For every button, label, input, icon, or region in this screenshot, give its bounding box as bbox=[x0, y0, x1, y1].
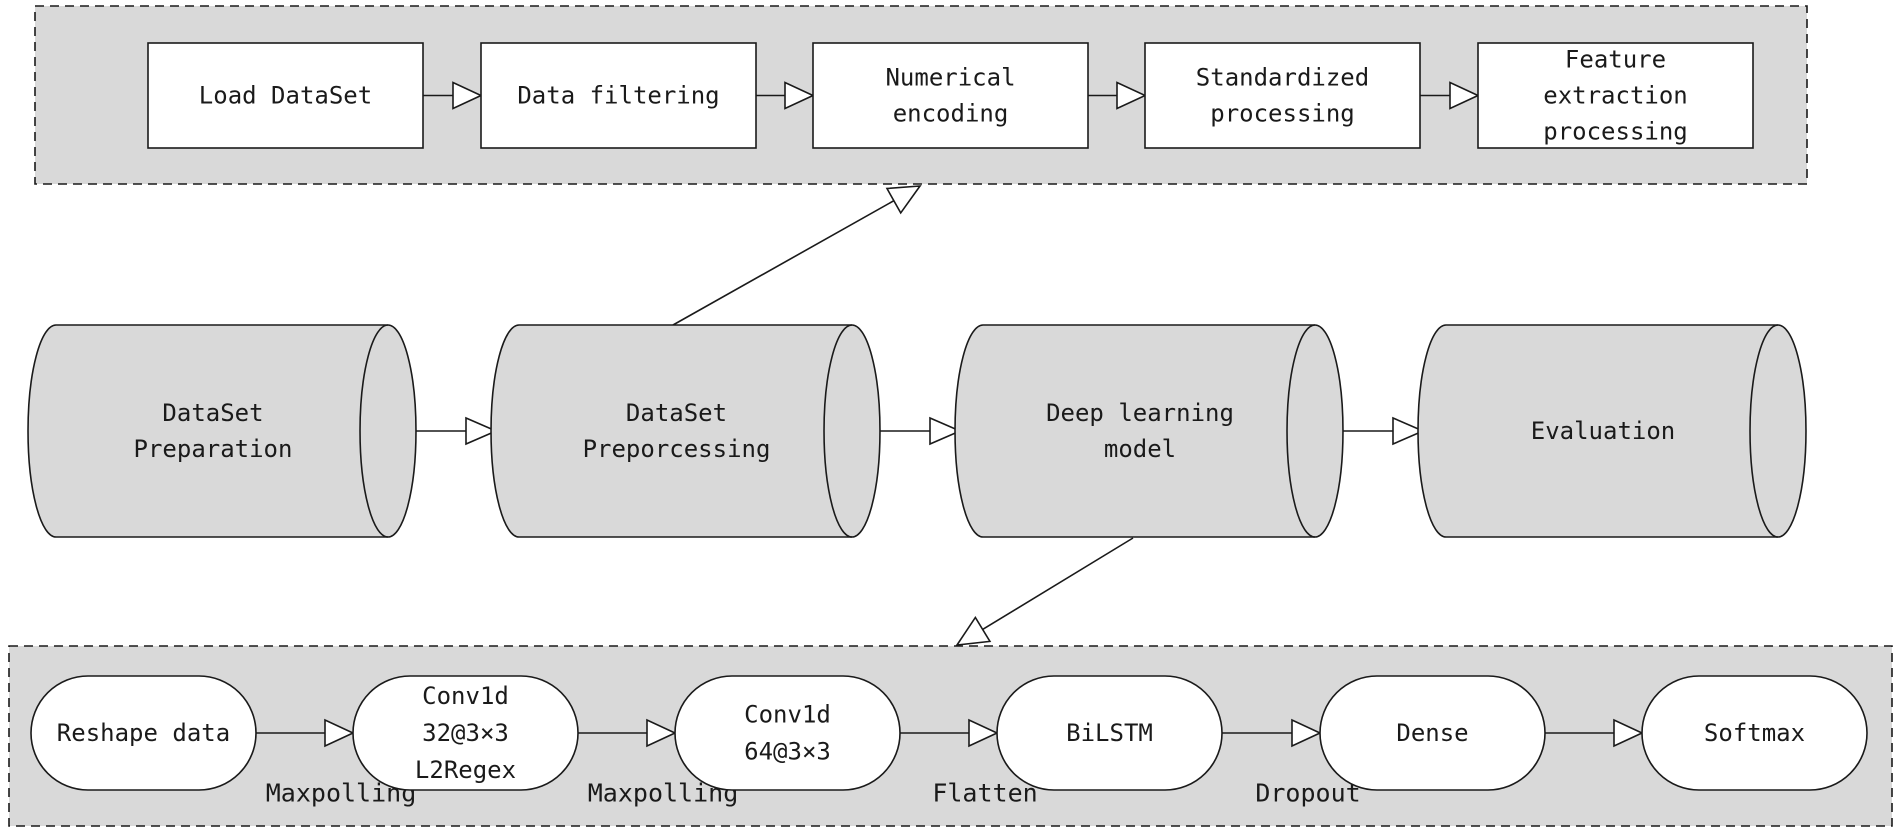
layer-label: Reshape data bbox=[57, 719, 230, 747]
edge-label-3: Flatten bbox=[932, 779, 1037, 808]
preprocessing-step-1: Load DataSet bbox=[147, 42, 424, 149]
layer-node bbox=[674, 675, 901, 791]
preprocessing-step-4: Standardized processing bbox=[1144, 42, 1421, 149]
cylinder-body bbox=[27, 324, 417, 538]
preprocessing-detail-arrow-arrowhead bbox=[885, 185, 922, 215]
layer-node bbox=[996, 675, 1223, 791]
step-box bbox=[1144, 42, 1421, 149]
model-detail-arrow-line bbox=[982, 537, 1134, 631]
cylinder-end-cap bbox=[823, 324, 853, 538]
stage-label: Preparation bbox=[134, 435, 293, 463]
cylinder-body bbox=[490, 324, 881, 538]
step-label: Feature bbox=[1565, 46, 1666, 74]
model-layer-4: BiLSTM bbox=[996, 675, 1223, 791]
step-label: Data filtering bbox=[517, 82, 719, 110]
layer-node bbox=[1319, 675, 1546, 791]
model-detail-arrow-arrowhead bbox=[955, 615, 992, 646]
preprocessing-step-5: Feature extraction processing bbox=[1477, 42, 1754, 149]
pipeline-stage-3: Deep learning model bbox=[954, 324, 1344, 538]
cylinder-end-cap bbox=[359, 324, 389, 538]
stage-label: Preporcessing bbox=[583, 435, 771, 463]
stage-label: model bbox=[1104, 435, 1176, 463]
step-label: processing bbox=[1543, 118, 1688, 146]
step-label: processing bbox=[1210, 100, 1355, 128]
pipeline-arrow-1-arrowhead bbox=[465, 416, 499, 446]
step-box bbox=[480, 42, 757, 149]
edge-label-4: Dropout bbox=[1255, 779, 1360, 808]
preprocessing-arrow-1-arrowhead bbox=[452, 81, 483, 110]
model-layer-1: Reshape data bbox=[30, 675, 257, 791]
step-label: Standardized bbox=[1196, 64, 1369, 92]
preprocessing-step-2: Data filtering bbox=[480, 42, 757, 149]
layer-label: Conv1d bbox=[422, 682, 509, 710]
model-arrow-4-arrowhead bbox=[1291, 718, 1322, 748]
step-box bbox=[812, 42, 1089, 149]
layer-label: Softmax bbox=[1704, 719, 1805, 747]
pipeline-stage-4: Evaluation bbox=[1417, 324, 1807, 538]
step-label: Load DataSet bbox=[199, 82, 372, 110]
layer-label: Conv1d bbox=[744, 701, 831, 729]
model-layer-3: Conv1d 64@3×3 bbox=[674, 675, 901, 791]
cylinder-body bbox=[954, 324, 1344, 538]
preprocessing-step-3: Numerical encoding bbox=[812, 42, 1089, 149]
model-arrow-3-arrowhead bbox=[968, 718, 999, 748]
cylinder-end-cap bbox=[1286, 324, 1316, 538]
step-label: extraction bbox=[1543, 82, 1688, 110]
layer-node bbox=[352, 675, 579, 791]
layer-label: BiLSTM bbox=[1066, 719, 1153, 747]
step-label: encoding bbox=[893, 100, 1009, 128]
preprocessing-arrow-2-arrowhead bbox=[784, 81, 815, 110]
preprocessing-arrow-3-arrowhead bbox=[1116, 81, 1147, 110]
model-layer-6: Softmax bbox=[1641, 675, 1868, 791]
stage-label: DataSet bbox=[162, 399, 263, 427]
model-arrow-2-arrowhead bbox=[646, 718, 677, 748]
layer-label: Dense bbox=[1396, 719, 1468, 747]
layer-node bbox=[1641, 675, 1868, 791]
pipeline-arrow-2-arrowhead bbox=[929, 416, 963, 446]
step-box bbox=[1477, 42, 1754, 149]
step-box bbox=[147, 42, 424, 149]
layer-label: 32@3×3 bbox=[422, 719, 509, 747]
stage-label: Deep learning bbox=[1046, 399, 1234, 427]
step-label: Numerical bbox=[885, 64, 1015, 92]
layer-label: 64@3×3 bbox=[744, 738, 831, 766]
model-arrow-1-arrowhead bbox=[324, 718, 355, 748]
model-panel bbox=[8, 645, 1893, 827]
model-arrow-5-arrowhead bbox=[1613, 718, 1644, 748]
preprocessing-detail-arrow-line bbox=[672, 200, 895, 326]
stage-label: Evaluation bbox=[1531, 417, 1676, 445]
cylinder-end-cap bbox=[1749, 324, 1779, 538]
model-layer-5: Dense bbox=[1319, 675, 1546, 791]
pipeline-arrow-3-arrowhead bbox=[1392, 416, 1426, 446]
layer-node bbox=[30, 675, 257, 791]
preprocessing-arrow-4-arrowhead bbox=[1449, 81, 1480, 110]
layer-label: L2Regex bbox=[415, 756, 516, 784]
stage-label: DataSet bbox=[626, 399, 727, 427]
